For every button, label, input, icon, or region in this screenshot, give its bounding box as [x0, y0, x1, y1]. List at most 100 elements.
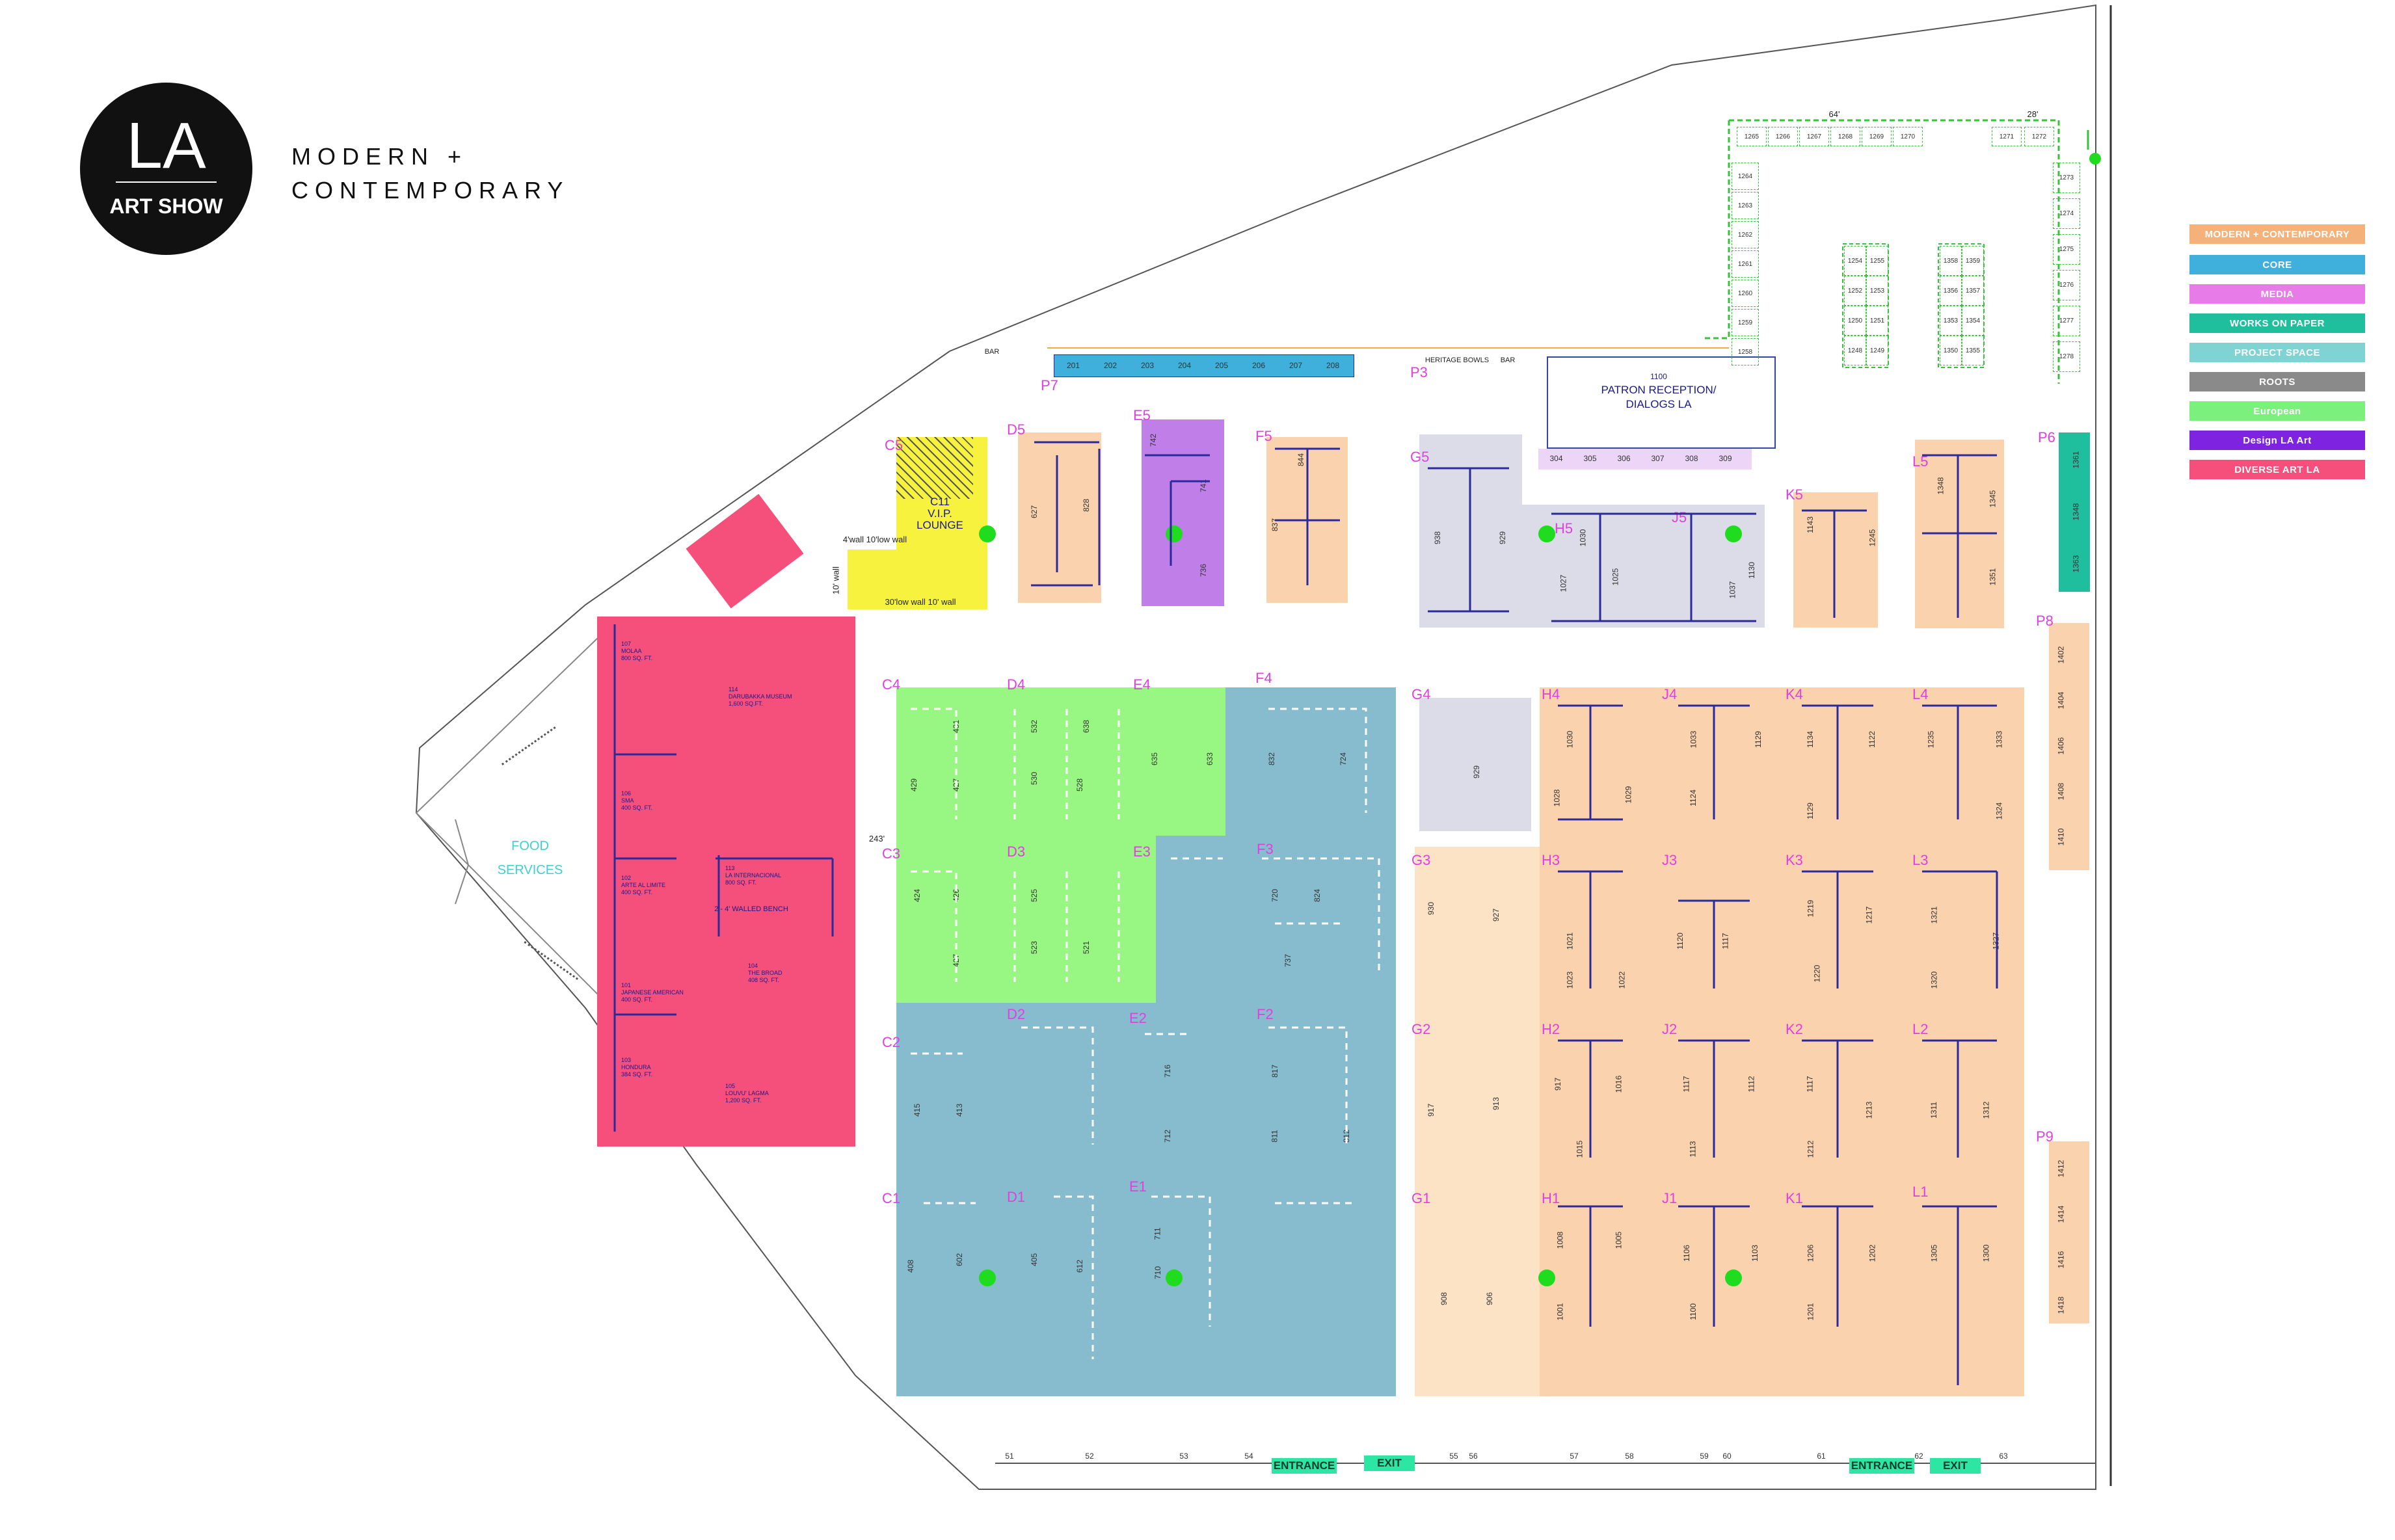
marker-dot: [1166, 1269, 1183, 1286]
zone-label-l2: L2: [1912, 1021, 1929, 1037]
european-booth: 1252: [1844, 276, 1866, 306]
booth-number: 716: [1163, 1064, 1173, 1078]
top-booth: 205: [1214, 361, 1229, 370]
zone-roots-g4[interactable]: [1419, 698, 1531, 831]
legend-item-0[interactable]: MODERN + CONTEMPORARY: [2189, 224, 2365, 244]
booth-number: 917: [1426, 1103, 1436, 1117]
zone-p9[interactable]: [2049, 1141, 2089, 1323]
zone-p8[interactable]: [2049, 623, 2089, 870]
zone-core-f4[interactable]: [1225, 687, 1396, 836]
zone-modern-g-col[interactable]: [1415, 847, 1540, 1396]
legend-item-3[interactable]: WORKS ON PAPER: [2189, 313, 2365, 333]
bottom-booth: 59: [1700, 1452, 1709, 1461]
patron-number: 1100: [1650, 372, 1667, 381]
booth-number: 1245: [1867, 529, 1877, 547]
diverse-booth-size: 800 SQ. FT.: [621, 655, 653, 661]
european-booth: 1271: [1992, 127, 2022, 146]
european-booth: 1350: [1940, 336, 1962, 365]
zone-k5[interactable]: [1793, 492, 1878, 628]
european-booth: 1273: [2053, 163, 2080, 193]
zone-label-h2: H2: [1542, 1021, 1560, 1037]
top-booth: 204: [1177, 361, 1192, 370]
marker-dot: [979, 1269, 996, 1286]
legend-item-4[interactable]: PROJECT SPACE: [2189, 343, 2365, 362]
zone-p6[interactable]: [2059, 432, 2090, 592]
zone-modern-main[interactable]: [1540, 687, 2024, 1396]
zone-top-strip[interactable]: [1054, 354, 1354, 377]
booth-number: 1410: [2056, 828, 2066, 846]
zone-label-d2: D2: [1007, 1006, 1026, 1022]
booth-number: 1130: [1746, 562, 1756, 579]
zone-label-c4: C4: [882, 676, 901, 693]
zone-label-j5: J5: [1672, 509, 1687, 525]
zone-vip-annex[interactable]: [848, 550, 900, 609]
booth-number: 711: [1153, 1227, 1162, 1240]
zone-label-p7: P7: [1041, 377, 1058, 393]
zone-label-h4: H4: [1542, 686, 1560, 702]
legend-item-2[interactable]: MEDIA: [2189, 284, 2365, 304]
booth-number: 1404: [2056, 691, 2066, 710]
booth-number: 812: [1342, 1129, 1352, 1143]
booth-number: 424: [913, 888, 922, 903]
booth-number: 528: [1075, 778, 1085, 792]
diverse-booth-num: 101: [621, 982, 632, 989]
legend-item-6[interactable]: European: [2189, 401, 2365, 421]
marker-dot: [1538, 525, 1555, 542]
booth-number: 1117: [1720, 933, 1730, 949]
booth-number: 724: [1339, 752, 1348, 766]
zone-label-d5: D5: [1007, 421, 1026, 438]
booth-number: 1100: [1688, 1303, 1698, 1320]
diverse-booth-num: 106: [621, 790, 632, 797]
legend-item-8[interactable]: DIVERSE ART LA: [2189, 460, 2365, 479]
zone-e5[interactable]: [1142, 419, 1224, 606]
booth-number: 1408: [2056, 782, 2066, 801]
booth-number: 1212: [1806, 1140, 1815, 1158]
patron-title-2: DIALOGS LA: [1626, 398, 1692, 410]
entrance-door[interactable]: ENTRANCE: [1849, 1458, 1914, 1474]
exit-door[interactable]: EXIT: [1364, 1455, 1415, 1471]
diverse-booth-name: LOUVU' LAGMA: [725, 1090, 769, 1096]
entrance-door[interactable]: ENTRANCE: [1272, 1458, 1337, 1474]
marker-dot: [2089, 153, 2101, 165]
legend-item-1[interactable]: CORE: [2189, 255, 2365, 274]
zone-label-f4: F4: [1255, 670, 1272, 686]
booth-number: 1351: [1988, 568, 1998, 586]
booth-number: 1030: [1565, 730, 1575, 749]
booth-number: 1206: [1806, 1244, 1815, 1262]
header-line2: CONTEMPORARY: [291, 177, 570, 204]
zone-european-e4[interactable]: [1156, 687, 1225, 836]
zone-patron-reception[interactable]: [1547, 356, 1776, 449]
zone-core-e3-f3[interactable]: [1156, 836, 1396, 1003]
legend-item-5[interactable]: ROOTS: [2189, 372, 2365, 392]
zone-label-j2: J2: [1662, 1021, 1678, 1037]
zone-l5[interactable]: [1915, 440, 2004, 628]
booth-number: 1106: [1681, 1245, 1691, 1262]
european-booth: 1270: [1893, 127, 1923, 146]
top-booth: 203: [1140, 361, 1155, 370]
exit-door[interactable]: EXIT: [1930, 1458, 1981, 1474]
booth-number: 426: [952, 888, 961, 903]
european-booth: 1250: [1844, 306, 1866, 336]
zone-label-e2: E2: [1129, 1010, 1147, 1026]
zone-core-bottom[interactable]: [896, 1003, 1396, 1396]
zone-label-h5: H5: [1555, 520, 1573, 537]
legend-item-7[interactable]: Design LA Art: [2189, 431, 2365, 450]
booth-number: 1027: [1559, 574, 1568, 592]
european-booth: 1269: [1862, 127, 1892, 146]
zone-patron-strip[interactable]: [1538, 449, 1752, 470]
zone-label-j3: J3: [1662, 852, 1678, 868]
zone-label-e3: E3: [1133, 843, 1151, 860]
european-booth: 1258: [1732, 338, 1759, 365]
booth-number: 415: [913, 1103, 922, 1117]
diverse-booth-size: 800 SQ. FT.: [725, 879, 757, 886]
zone-european-c4-d3[interactable]: [896, 687, 1157, 1003]
